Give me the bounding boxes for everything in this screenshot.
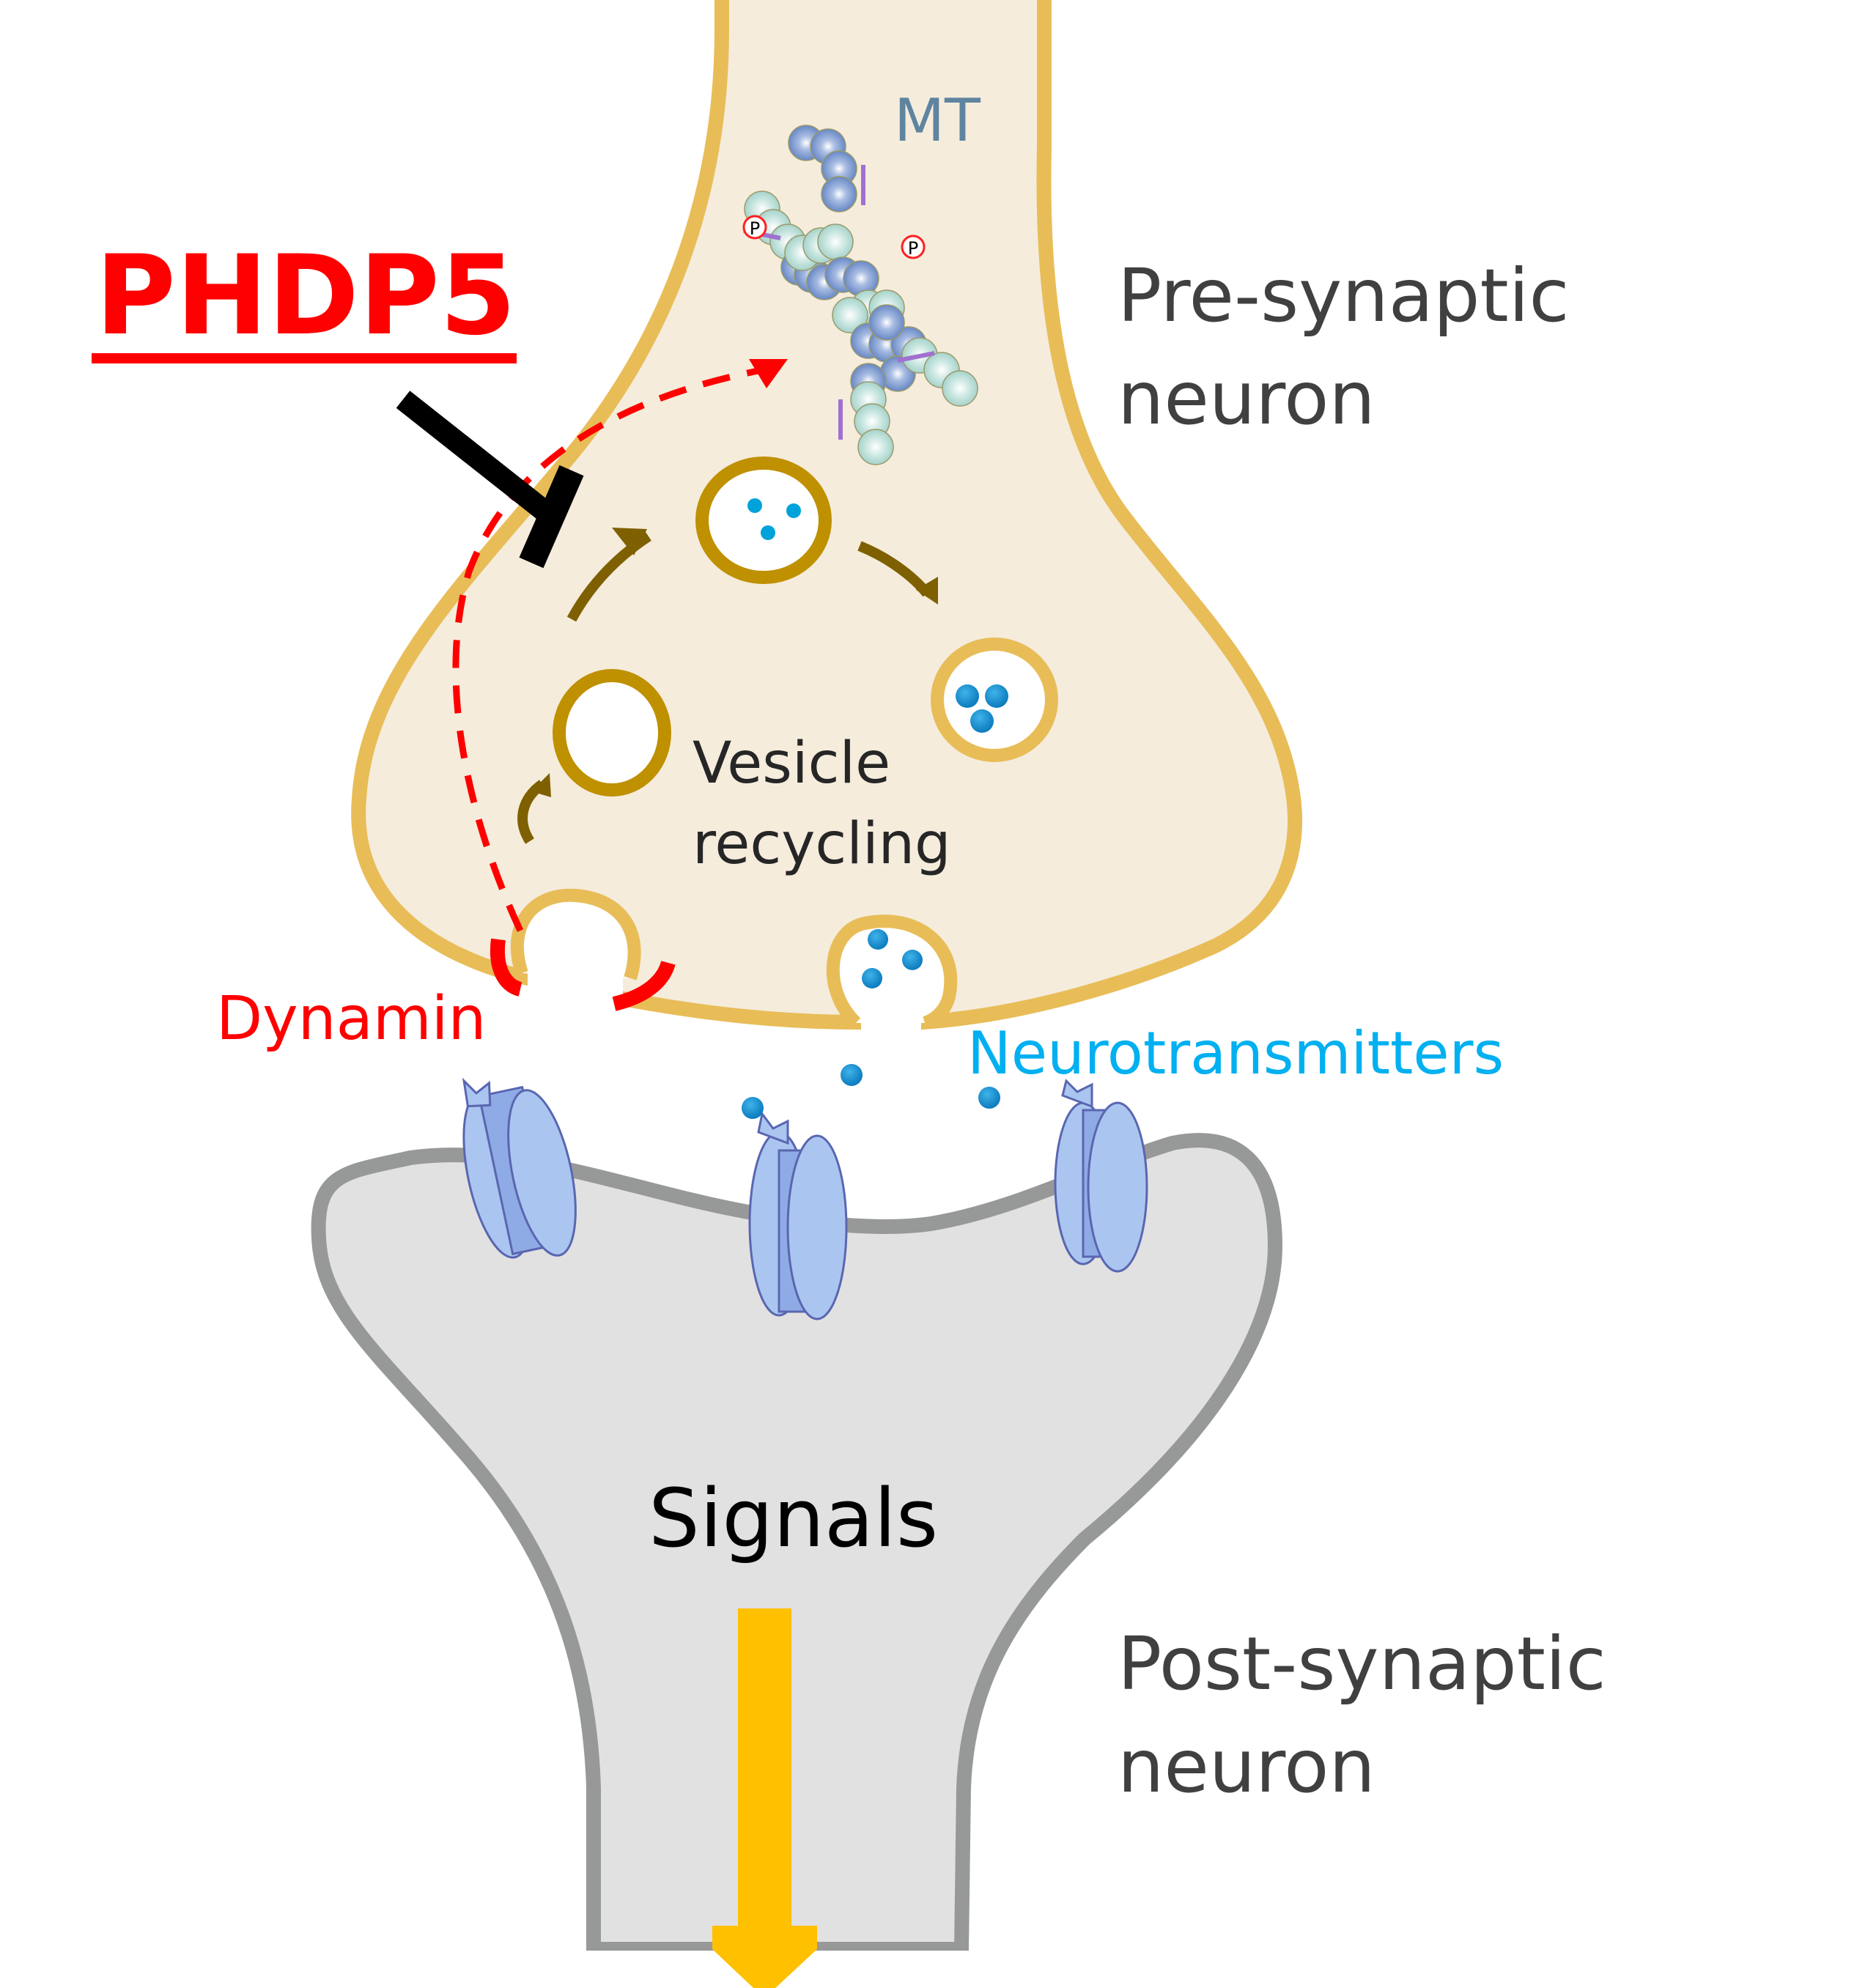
empty-vesicle	[553, 669, 671, 797]
phospho-marker: P	[742, 215, 767, 240]
refilling-vesicle	[695, 457, 832, 584]
neurotransmitters-label: Neurotransmitters	[967, 1019, 1504, 1087]
docked-vesicle-neurotransmitters	[862, 929, 923, 989]
dynamin-ring	[490, 938, 676, 1011]
mt-label: MT	[894, 86, 981, 155]
filled-vesicle	[931, 638, 1058, 762]
phdp5-label: PHDP5	[95, 232, 516, 360]
signal-arrow	[712, 1608, 817, 1988]
phospho-marker: P	[901, 234, 926, 259]
pre-synaptic-label-line2: neuron	[1118, 355, 1375, 441]
phdp5-underline	[92, 353, 517, 363]
post-synaptic-label-line2: neuron	[1118, 1723, 1375, 1809]
microtubule: P P	[742, 125, 978, 465]
endocytic-pit	[510, 888, 641, 980]
pathway-arrowhead	[749, 359, 788, 388]
released-neurotransmitters	[742, 1064, 1000, 1119]
vesicle-recycling-label-line2: recycling	[693, 811, 951, 877]
svg-text:P: P	[908, 238, 918, 259]
dynamin-to-mt-pathway	[452, 359, 788, 932]
signals-label: Signals	[649, 1471, 938, 1565]
receptor	[1054, 1079, 1148, 1273]
fusing-vesicle	[826, 914, 958, 1030]
post-synaptic-label-line1: Post-synaptic	[1118, 1621, 1606, 1707]
vesicle-recycling-label-line1: Vesicle	[693, 731, 890, 797]
inhibition-symbol	[396, 391, 584, 569]
svg-text:P: P	[750, 218, 760, 239]
pre-synaptic-label-line1: Pre-synaptic	[1118, 253, 1569, 339]
receptor	[462, 1077, 577, 1259]
dynamin-label: Dynamin	[216, 984, 487, 1054]
arrowheads	[531, 528, 938, 797]
receptor	[748, 1111, 848, 1320]
